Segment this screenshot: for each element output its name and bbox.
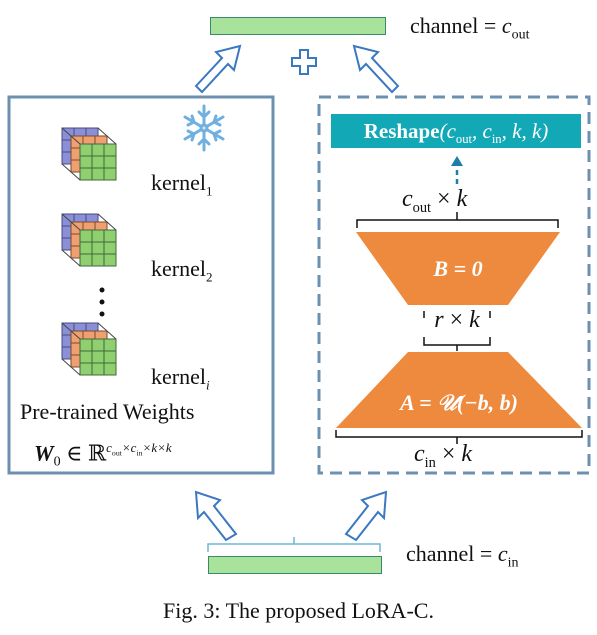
mid-dim-bracket — [423, 311, 491, 351]
weights-exponent: cout×cin×k×k — [106, 440, 172, 458]
snowflake-icon — [183, 104, 225, 152]
plus-icon — [291, 49, 317, 75]
ellipsis-dots — [99, 287, 105, 317]
matrix-b-label: B = 0 — [433, 256, 483, 281]
bottom-dim-label: cin × k — [414, 441, 473, 471]
kernel-label-1: kernel1 — [151, 170, 213, 199]
kernel-cube-2 — [61, 213, 117, 267]
kernel-label-2: kernel2 — [151, 256, 213, 285]
input-brace — [207, 537, 381, 552]
arrow-input-to-right-icon — [344, 490, 388, 542]
input-channel-bar — [208, 556, 382, 574]
reshape-arrow — [451, 156, 463, 184]
matrix-a-block — [336, 352, 582, 428]
mid-dim-label: r × k — [434, 307, 480, 333]
kernel-cube-i — [61, 322, 117, 376]
bottom-dim-bracket — [335, 430, 583, 444]
reshape-args: (cout, cin, k, k) — [439, 119, 549, 147]
lora-panel — [317, 95, 591, 475]
arrow-left-to-output-icon — [194, 44, 242, 94]
output-channel-bar — [210, 17, 386, 35]
arrow-input-to-left-icon — [194, 490, 238, 542]
output-channel-label: channel = cout — [410, 13, 530, 43]
frozen-weights-panel — [7, 95, 275, 475]
kernel-label-i: kerneli — [151, 364, 210, 393]
pretrained-weights-caption: Pre-trained Weights — [20, 399, 195, 424]
arrow-right-to-output-icon — [352, 44, 400, 94]
top-dim-bracket — [356, 212, 559, 228]
reshape-box: Reshape(cout, cin, k, k) — [331, 114, 581, 148]
kernel-cube-1 — [61, 127, 117, 181]
top-dim-label: cout × k — [402, 186, 468, 216]
figure-caption: Fig. 3: The proposed LoRA-C. — [163, 598, 434, 623]
input-channel-label: channel = cin — [406, 541, 519, 571]
weights-formula: W0 ∈ ℝcout×cin×k×k — [34, 440, 172, 470]
matrix-a-label: A = 𝒰(−b, b) — [400, 390, 518, 415]
matrix-b-block — [356, 232, 560, 305]
